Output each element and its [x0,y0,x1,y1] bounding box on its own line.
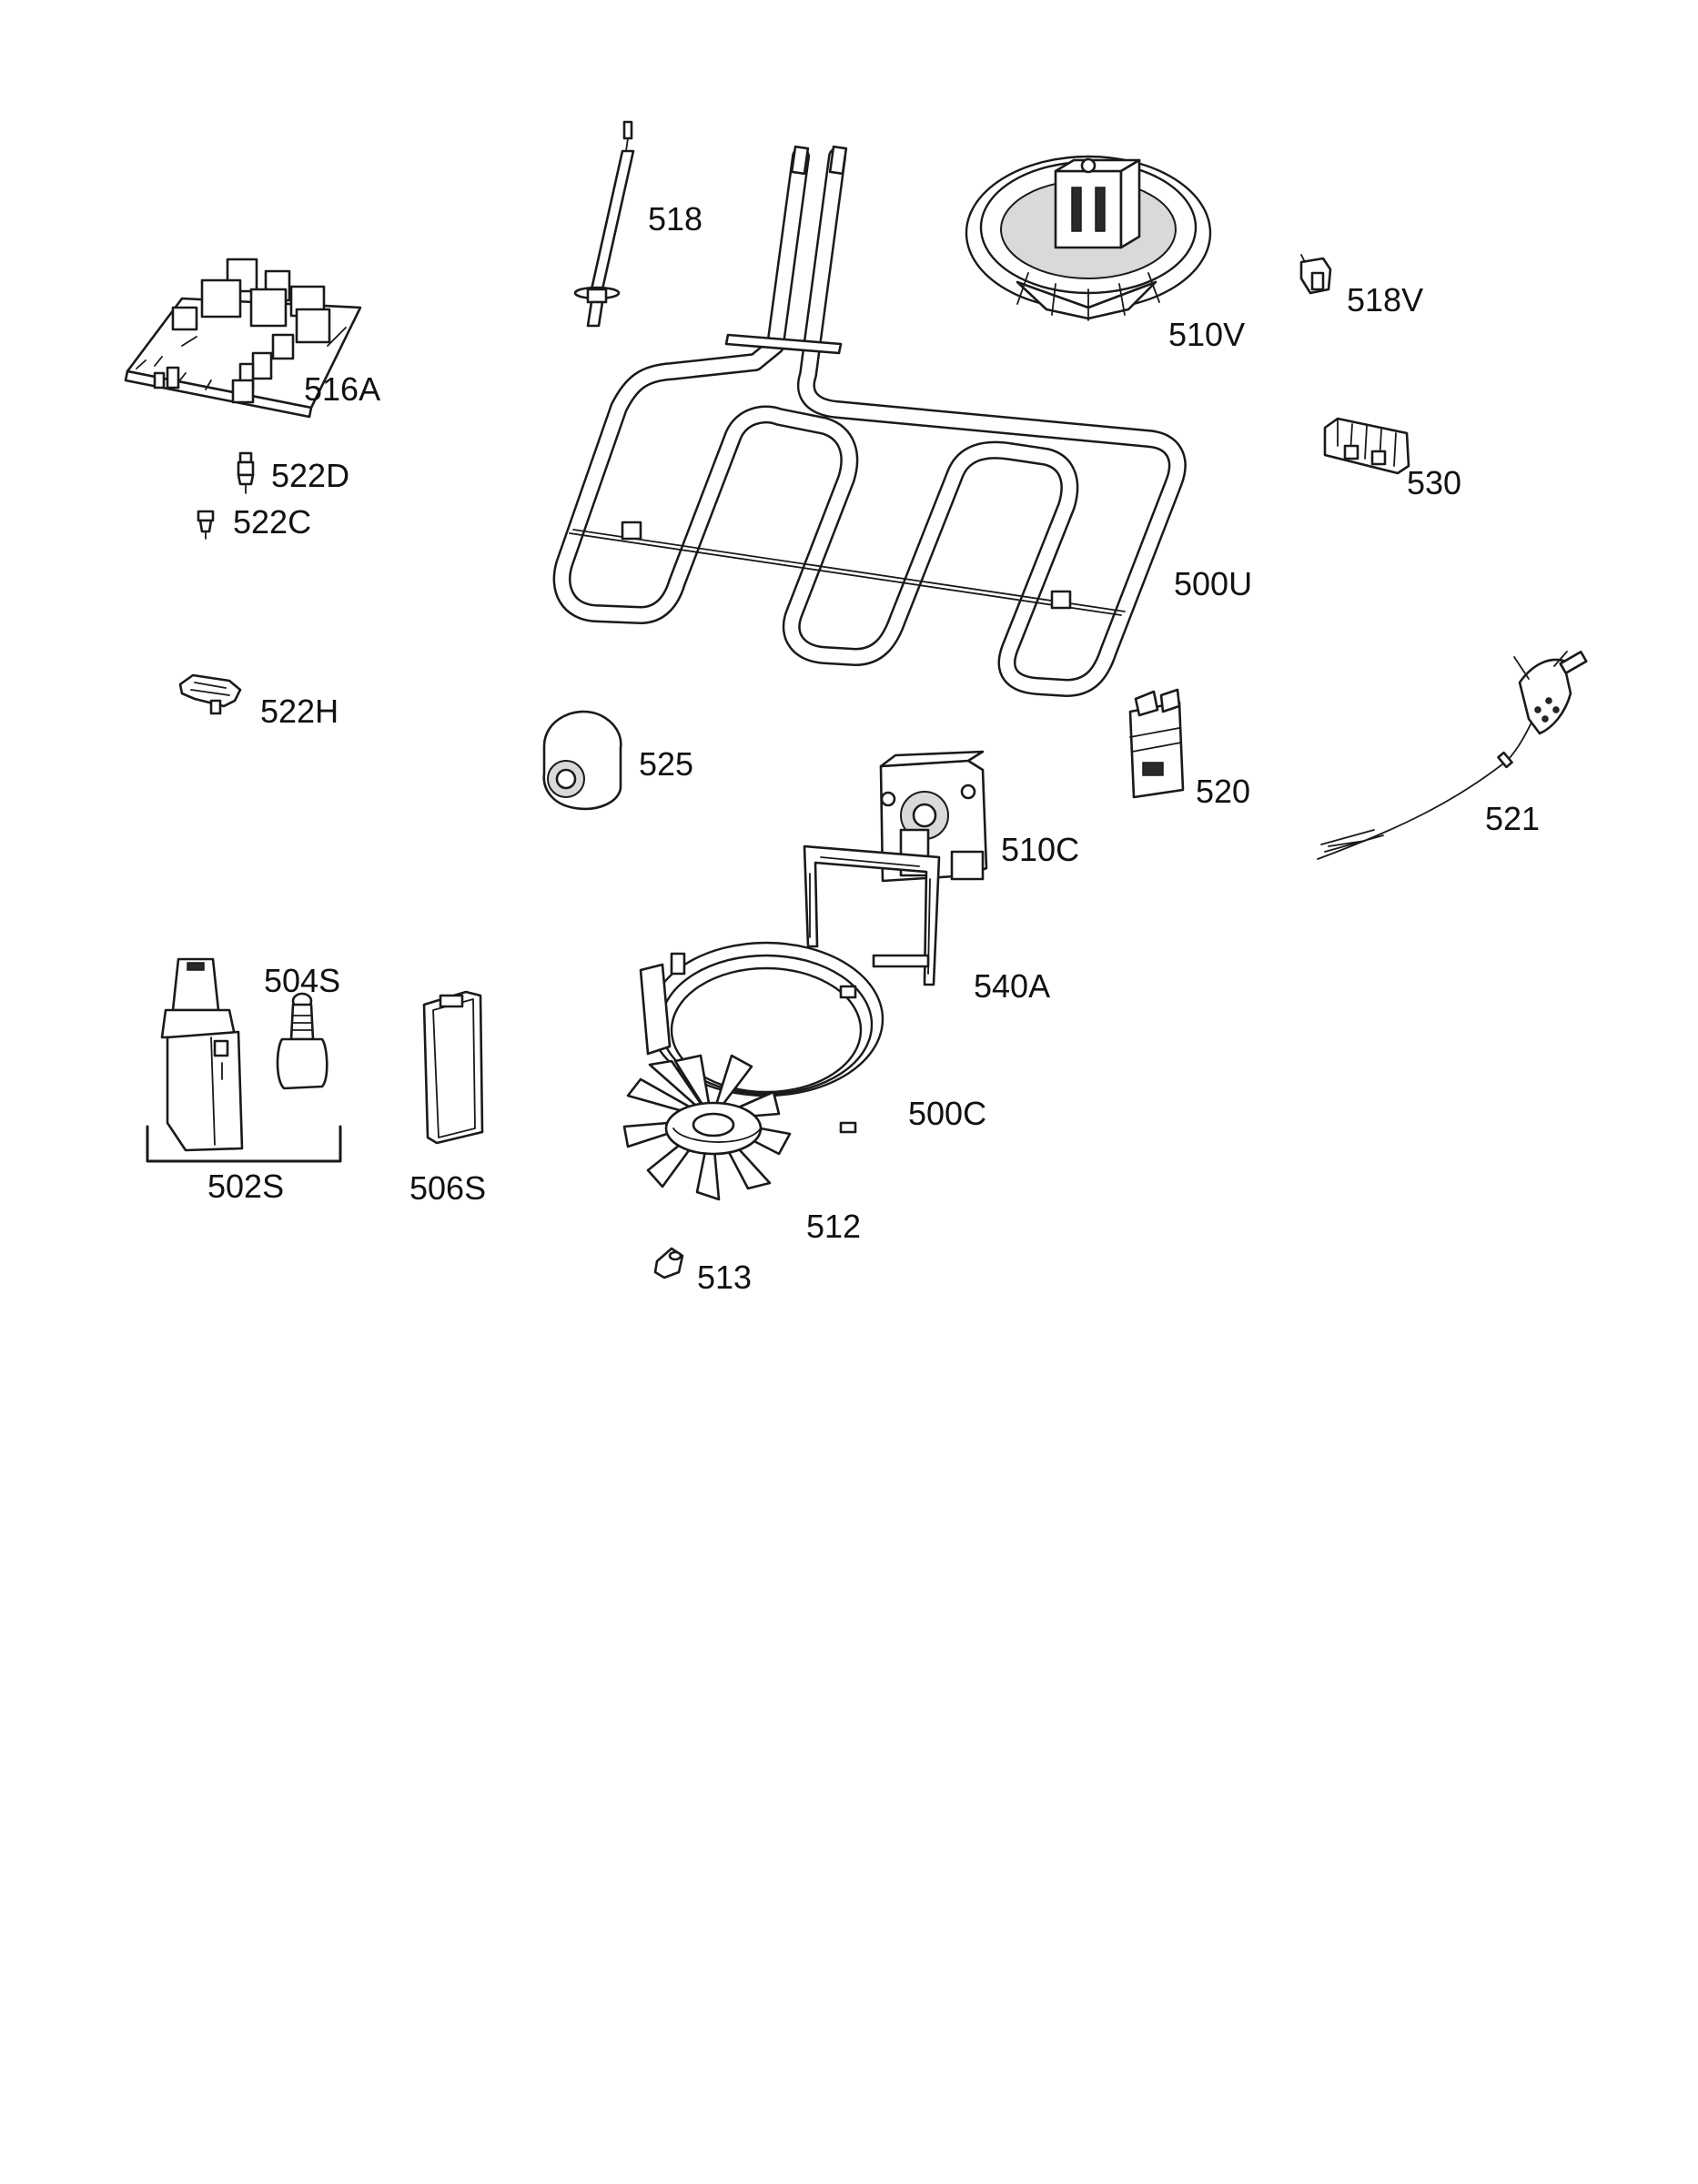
part-521-power-cable [1317,651,1588,860]
part-506S-lamp-cover [422,990,484,1145]
part-522C-pin [197,510,215,540]
label-522C: 522C [233,503,311,541]
label-520: 520 [1196,773,1250,810]
part-516A-control-board [124,258,362,419]
part-522D-pin [237,451,255,494]
part-518-temperature-probe [573,120,635,328]
part-500U-grill-heating-element [552,145,1187,697]
label-510V: 510V [1168,316,1245,353]
label-518V: 518V [1347,281,1423,318]
part-512-fan-blade [622,1054,792,1201]
part-504S-lamp-bulb [276,992,328,1090]
label-540A: 540A [974,967,1050,1005]
label-518: 518 [648,200,702,238]
label-525: 525 [639,745,693,783]
label-500C: 500C [908,1095,986,1132]
part-525-capacitor [542,710,622,811]
part-540A-motor-frame [803,844,941,986]
part-518V-thermostat-clip [1299,254,1332,295]
part-510C-convection-motor [879,750,988,883]
part-522H-clip [178,673,242,715]
part-500C-circular-heating-element [639,941,884,1134]
label-512: 512 [806,1208,861,1245]
label-500U: 500U [1174,565,1252,602]
label-506S: 506S [409,1169,486,1207]
part-513-nut [653,1247,684,1279]
label-522D: 522D [271,457,349,494]
part-530-terminal-block [1323,417,1410,475]
label-530: 530 [1407,464,1461,501]
label-513: 513 [697,1259,752,1296]
label-502S: 502S [207,1168,284,1205]
label-522H: 522H [260,693,339,730]
label-510C: 510C [1001,831,1079,868]
label-516A: 516A [304,370,380,408]
label-504S: 504S [264,962,340,999]
part-520-switch [1128,688,1185,799]
label-521: 521 [1485,800,1540,837]
part-510V-fan-motor [965,155,1212,321]
part-502S-lamp-housing [146,957,342,1163]
